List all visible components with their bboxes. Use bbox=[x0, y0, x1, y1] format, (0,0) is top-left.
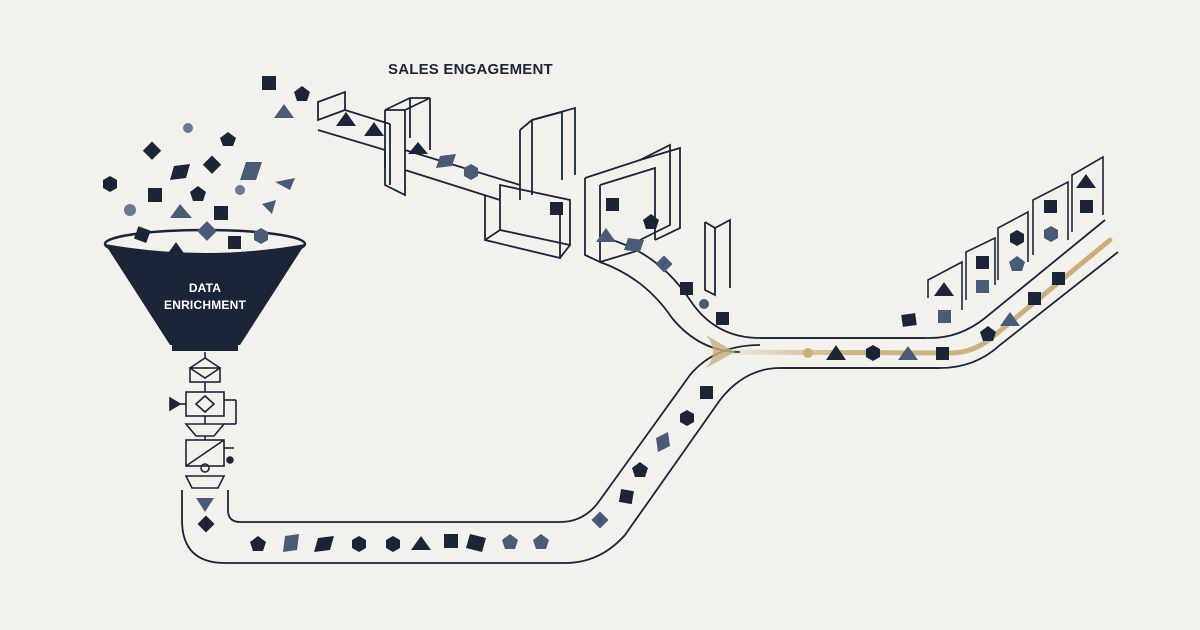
hexagon-shape bbox=[680, 410, 694, 426]
parallelogram-shape bbox=[170, 164, 190, 180]
parallelogram-shape bbox=[283, 534, 299, 552]
pentagon-shape bbox=[980, 326, 996, 341]
square-shape bbox=[197, 515, 215, 533]
triangle-shape bbox=[408, 142, 428, 154]
right-pipe bbox=[760, 219, 1119, 369]
data-enrichment-label: DATA ENRICHMENT bbox=[150, 280, 260, 314]
square-shape bbox=[938, 310, 951, 323]
gold-track bbox=[702, 237, 1113, 356]
square-shape bbox=[133, 226, 151, 243]
parallelogram-shape bbox=[262, 200, 276, 214]
pentagon-shape bbox=[632, 462, 648, 477]
triangle-shape bbox=[170, 204, 192, 218]
pentagon-shape bbox=[1009, 256, 1025, 271]
hexagon-shape bbox=[352, 536, 366, 552]
sales-engagement-structure bbox=[317, 90, 731, 297]
pentagon-shape bbox=[533, 534, 549, 549]
data-shapes bbox=[103, 76, 1096, 552]
square-shape bbox=[700, 386, 713, 399]
square-shape bbox=[680, 282, 693, 295]
square-shape bbox=[606, 198, 619, 211]
square-shape bbox=[936, 347, 949, 360]
hexagon-shape bbox=[386, 536, 400, 552]
diamond-shape bbox=[655, 255, 673, 273]
circle-shape bbox=[124, 204, 136, 216]
square-shape bbox=[618, 489, 634, 505]
circle-shape bbox=[699, 299, 709, 309]
pentagon-shape bbox=[220, 132, 236, 146]
square-shape bbox=[976, 256, 989, 269]
square-shape bbox=[1044, 200, 1057, 213]
triangle-shape bbox=[336, 112, 356, 126]
square-shape bbox=[1028, 292, 1041, 305]
triangle-shape bbox=[596, 228, 616, 242]
diamond-shape bbox=[202, 155, 222, 174]
parallelogram-shape bbox=[624, 238, 644, 252]
square-shape bbox=[262, 76, 276, 90]
square-shape bbox=[228, 236, 241, 249]
square-shape bbox=[142, 141, 162, 160]
triangle-shape bbox=[898, 346, 918, 360]
pentagon-shape bbox=[643, 214, 659, 229]
square-shape bbox=[716, 312, 729, 325]
square-shape bbox=[214, 206, 228, 220]
square-shape bbox=[550, 202, 563, 215]
circle-shape bbox=[803, 348, 813, 358]
parallelogram-shape bbox=[314, 536, 334, 552]
pentagon-shape bbox=[190, 186, 206, 201]
circle-shape bbox=[235, 185, 245, 195]
triangle-shape bbox=[1076, 174, 1096, 188]
pentagon-shape bbox=[502, 534, 518, 549]
triangle-shape bbox=[411, 536, 431, 550]
diamond-shape bbox=[197, 221, 217, 241]
parallelogram-shape bbox=[656, 432, 670, 452]
square-shape bbox=[1080, 200, 1093, 213]
hexagon-shape bbox=[1010, 230, 1024, 246]
square-shape bbox=[148, 188, 162, 202]
triangle-shape bbox=[364, 122, 384, 136]
output-panels bbox=[927, 155, 1104, 310]
triangle-shape bbox=[196, 498, 214, 512]
triangle-shape bbox=[274, 104, 294, 118]
data-enrichment-line2: ENRICHMENT bbox=[164, 298, 246, 312]
pentagon-shape bbox=[294, 86, 310, 101]
gold-junction bbox=[706, 335, 735, 368]
hexagon-shape bbox=[866, 345, 880, 361]
pentagon-shape bbox=[250, 536, 266, 551]
triangle-shape bbox=[934, 282, 954, 296]
square-shape bbox=[976, 280, 989, 293]
triangle-shape bbox=[166, 242, 186, 256]
triangle-shape bbox=[1000, 312, 1020, 326]
parallelogram-shape bbox=[240, 162, 262, 180]
circle-shape bbox=[183, 123, 193, 133]
triangle-shape bbox=[826, 345, 846, 360]
upper-pipe bbox=[599, 239, 925, 353]
parallelogram-shape bbox=[275, 178, 295, 190]
parallelogram-shape bbox=[466, 534, 486, 552]
square-shape bbox=[444, 534, 458, 548]
hexagon-shape bbox=[103, 176, 117, 192]
hexagon-shape bbox=[1044, 226, 1058, 242]
data-enrichment-line1: DATA bbox=[188, 281, 222, 295]
hexagon-shape bbox=[254, 228, 268, 244]
diamond-shape bbox=[591, 511, 609, 529]
sales-engagement-label: SALES ENGAGEMENT bbox=[388, 61, 553, 78]
square-shape bbox=[901, 313, 917, 327]
parallelogram-shape bbox=[436, 154, 456, 168]
square-shape bbox=[1052, 272, 1065, 285]
enrichment-machine bbox=[169, 352, 237, 489]
lower-pipe bbox=[181, 344, 940, 564]
hexagon-shape bbox=[464, 164, 478, 180]
